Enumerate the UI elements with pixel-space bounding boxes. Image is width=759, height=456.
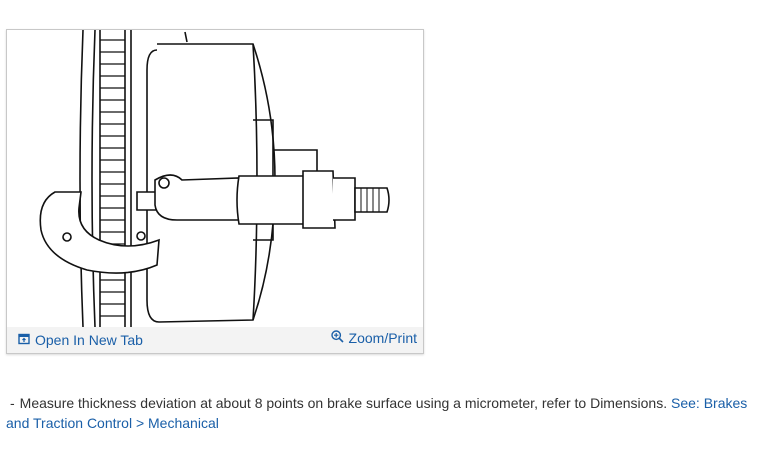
zoom-in-icon — [330, 330, 344, 346]
zoom-print-link[interactable]: Zoom/Print — [330, 330, 417, 346]
open-in-new-tab-icon — [18, 332, 30, 348]
see-brakes-mechanical-link[interactable]: See: Brakes and Traction Control > Mecha… — [6, 395, 748, 431]
zoom-print-label: Zoom/Print — [348, 330, 417, 346]
brake-micrometer-illustration — [39, 30, 390, 327]
figure-card: Open In New Tab Zoom/Print — [6, 29, 424, 354]
instruction-text: Measure thickness deviation at about 8 p… — [19, 395, 668, 411]
open-in-new-tab-link[interactable]: Open In New Tab — [18, 332, 143, 348]
open-in-new-tab-label: Open In New Tab — [35, 332, 143, 348]
figure-toolbar: Open In New Tab Zoom/Print — [7, 327, 423, 353]
instruction-bullet: - — [10, 395, 15, 411]
instruction-paragraph: -Measure thickness deviation at about 8 … — [6, 393, 756, 433]
